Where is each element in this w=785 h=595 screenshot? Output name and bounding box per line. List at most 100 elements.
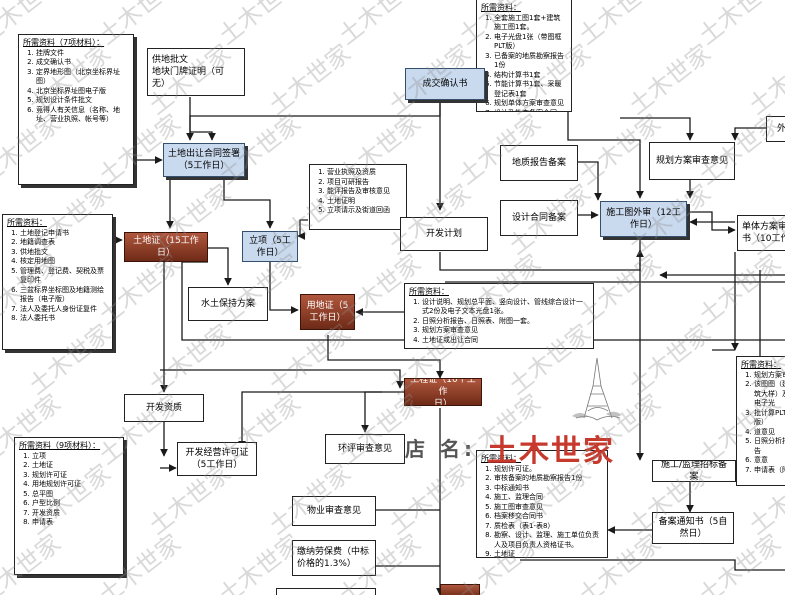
node-label-line: 用地证（5 bbox=[306, 301, 349, 311]
node-label: 施工图外审（12工作日） bbox=[606, 207, 680, 231]
edge-list4-to-review bbox=[567, 110, 644, 199]
node-label-line: 土地出让合同签署 bbox=[168, 149, 241, 159]
requirements-list-single-design: 所需资料： 规划方案审该图图（建筑大样）及电子光批计算PLT版）道意见日照分析报… bbox=[736, 356, 785, 486]
list-item: 档案移交合同书 bbox=[494, 512, 603, 522]
list-item: 户型比例 bbox=[32, 499, 119, 509]
outer-node: 外 bbox=[766, 116, 785, 142]
node-label-line: 然日） bbox=[679, 529, 707, 539]
edge-engcert-to-license bbox=[238, 391, 404, 449]
node-label: 成交确认书 bbox=[422, 78, 467, 90]
node-label: 水土保持方案 bbox=[201, 298, 255, 310]
list-item: 立项 bbox=[32, 452, 119, 462]
filing-notice-node: 备案通知书（5自然日） bbox=[652, 512, 734, 544]
list-item: 已备案的地质勘察报告1份 bbox=[494, 52, 567, 71]
list-header: 所需资料： bbox=[7, 218, 47, 227]
node-label-line: 备案通知书（5自 bbox=[658, 517, 728, 527]
requirements-list-project: 营业执照及资质项目可研报告能评报告及审核意见土地证明立项请示及街道回函 bbox=[309, 164, 407, 230]
node-label: 规划方案审查意见 bbox=[656, 155, 728, 167]
list-item: 地籍调查表 bbox=[20, 238, 108, 248]
requirements-list-land-certificate: 所需资料： 土地登记申请书地籍调查表供地批文核定用地图管理费、登记费、契税及票复… bbox=[2, 214, 113, 350]
node-label-line: 环评审查意见 bbox=[337, 444, 392, 454]
list-item: 土地证或出让合同 bbox=[422, 336, 589, 346]
edge-review-to-single bbox=[690, 211, 736, 234]
property-review-node: 物业审查意见 bbox=[292, 496, 376, 526]
node-label-line: 设计合同备案 bbox=[511, 213, 566, 223]
list-header: 所需资料（7项材料）： bbox=[23, 38, 105, 47]
list-header: 所需资料： bbox=[409, 287, 449, 296]
land-certificate-node: 土地证（15工作日） bbox=[124, 232, 208, 262]
eia-opinion-node: 环评审查意见 bbox=[325, 434, 405, 464]
list-item: 规划设计条件批文 bbox=[36, 96, 129, 106]
list-item: 批计算PLT版） bbox=[754, 409, 785, 428]
list-item: 施工、监理合同 bbox=[494, 493, 603, 503]
list-item: 设计说明、规划总平面、竖向设计、管线综合设计一式2份及电子文本光盘1张。 bbox=[422, 298, 589, 317]
node-label-line: 工程证（10个工作 bbox=[410, 378, 476, 397]
node-label-line: 规划方案审查意见 bbox=[655, 156, 728, 166]
planning-review-opinion-node: 规划方案审查意见 bbox=[649, 142, 735, 180]
node-label-line: 开发经营许可证 bbox=[185, 448, 249, 458]
list-header: 所需资料： bbox=[741, 360, 781, 369]
node-label-line: 成交确认书 bbox=[422, 79, 468, 89]
node-label-line: 开发计划 bbox=[425, 229, 462, 239]
tower-illustration bbox=[572, 357, 622, 421]
bottom-stub-milestone bbox=[440, 584, 480, 595]
list-item: 挂牌文件 bbox=[36, 49, 129, 59]
list-item: 供地批文 bbox=[20, 248, 108, 258]
node-label-line: 地块门牌证明（可 bbox=[152, 67, 225, 77]
list-item: 营业执照及资质 bbox=[327, 168, 402, 178]
list-item: 规划单体方案审查意见 bbox=[494, 99, 567, 109]
list-item: 申请表（附 bbox=[754, 466, 785, 476]
project-approval-node: 立项（5工作日） bbox=[242, 231, 298, 262]
list-item: 审核备案的地质勘察报告1份 bbox=[494, 474, 603, 484]
node-label-line: 作日） bbox=[629, 220, 657, 230]
list-item: 规划方案审 bbox=[754, 371, 785, 381]
node-label: 土地证（15工作日） bbox=[133, 235, 198, 259]
node-label: 环评审查意见 bbox=[338, 443, 392, 455]
list-items: 立项土地证规划许可证用地规划许可证总平图户型比例开发资质申请表 bbox=[19, 452, 119, 528]
list-item: 定界地形图（北京坐标界址图） bbox=[36, 68, 129, 87]
node-label-line: 地质报告备案 bbox=[511, 158, 566, 168]
list-item: 项目可研报告 bbox=[327, 178, 402, 188]
node-label-line: 外 bbox=[777, 123, 785, 135]
list-item: 北京坐标界址图电子版 bbox=[36, 87, 129, 97]
list-item: 道意见 bbox=[754, 428, 785, 438]
list-items: 设计说明、规划总平面、竖向设计、管线综合设计一式2份及电子文本光盘1张。日照分析… bbox=[409, 298, 589, 346]
requirements-list-construction-permit: 所需资料： 规划许可证。审核备案的地质勘察报告1份中标通知书施工、监理合同施工图… bbox=[476, 450, 608, 558]
requirements-list-drawing-review: 所需资料： 全套施工图1套+建筑施工图1套。电子光盘1张（带图框PLT版）已备案… bbox=[476, 0, 572, 112]
dev-qualification-node: 开发资质 bbox=[124, 394, 204, 422]
list-item: 勘察、设计、监理、施工单位负责人及项目负责人资格证书。 bbox=[494, 531, 603, 550]
list-item: 开发资质 bbox=[32, 509, 119, 519]
list-item: 施工图审查意见 bbox=[494, 503, 603, 513]
edge-list2-to-project bbox=[297, 219, 308, 240]
node-label: 立项（5工作日） bbox=[249, 235, 291, 259]
node-label-line: 日） bbox=[433, 399, 452, 406]
geo-report-filing-node: 地质报告备案 bbox=[500, 145, 578, 181]
list-item: 能评报告及审核意见 bbox=[327, 187, 402, 197]
node-label-line: 无） bbox=[152, 79, 171, 89]
node-label-line: 土地证（15工作 bbox=[133, 236, 199, 246]
tender-filing-node: 施工/监理招标备案 bbox=[652, 460, 736, 482]
node-label-line: 日） bbox=[156, 248, 175, 258]
list-items: 规划许可证。审核备案的地质勘察报告1份中标通知书施工、监理合同施工图审查意见档案… bbox=[481, 465, 603, 558]
node-label-line: 施工图外审（12工 bbox=[606, 208, 681, 218]
list-item: 土地证 bbox=[32, 461, 119, 471]
list-item: 结构计算书1套 bbox=[494, 71, 567, 81]
node-label-line: 水土保持方案 bbox=[200, 299, 255, 309]
node-label: 开发经营许可证（5工作日） bbox=[185, 447, 248, 471]
node-label: 物业审查意见 bbox=[307, 505, 361, 517]
node-label-line: 缴纳劳保费（中标 bbox=[297, 547, 370, 557]
list-item: 该图图（建筑大样）及电子光 bbox=[754, 380, 785, 409]
list-item: 规划许可证。 bbox=[494, 465, 603, 475]
engineering-permit-node: 工程证（10个工作日） bbox=[404, 378, 482, 406]
list-item: 日照分析报告 bbox=[754, 437, 785, 456]
list-item: 全套施工图1套+建筑施工图1套。 bbox=[494, 14, 567, 33]
node-label-line: 物业审查意见 bbox=[306, 506, 361, 516]
node-label-line: 工作日） bbox=[309, 313, 346, 323]
list-item: 日照分析报告、日照表、附图一套。 bbox=[422, 317, 589, 327]
list-item: 法人委托书 bbox=[20, 314, 108, 324]
edge-soil-to-engcert bbox=[160, 369, 404, 389]
node-label: 土地出让合同签署（5工作日） bbox=[168, 148, 240, 172]
node-label: 设计合同备案 bbox=[512, 212, 566, 224]
node-label: 用地证（5 工作日） bbox=[307, 300, 349, 324]
